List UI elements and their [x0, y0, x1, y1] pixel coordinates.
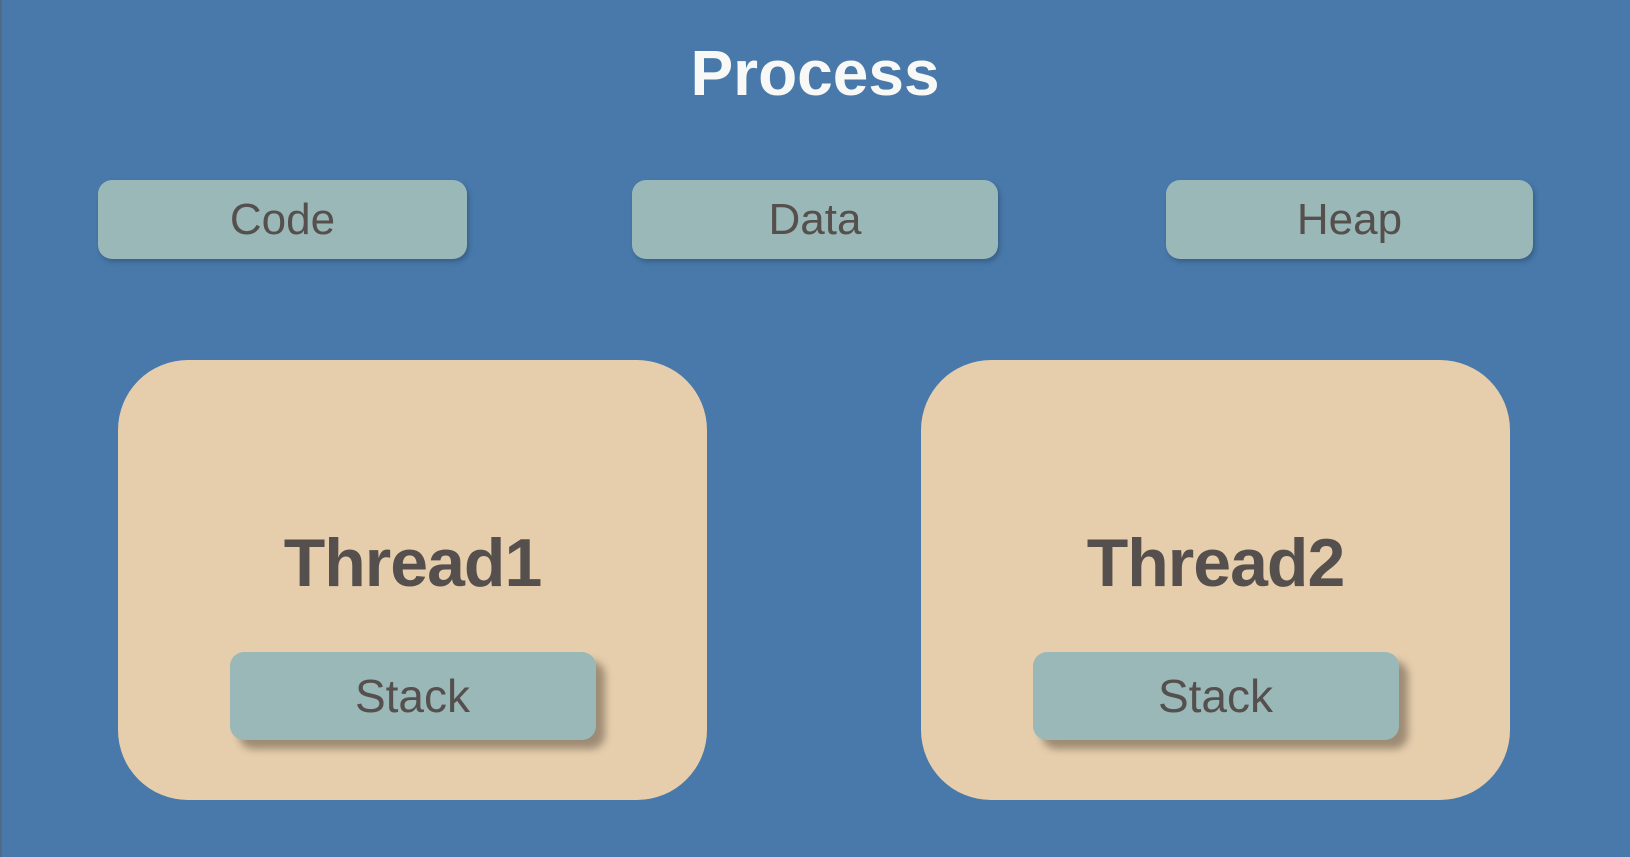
code-segment-label: Code	[229, 194, 336, 244]
screen-left-edge	[0, 0, 2, 857]
heap-segment-label: Heap	[1296, 194, 1403, 244]
thread1-panel: Thread1 Stack	[118, 360, 707, 800]
process-title: Process	[690, 37, 940, 109]
heap-segment-box: Heap	[1166, 180, 1533, 259]
thread1-stack-label: Stack	[354, 670, 471, 722]
thread2-stack-box: Stack	[1032, 652, 1399, 740]
thread1-label: Thread1	[283, 525, 543, 601]
data-segment-box: Data	[632, 180, 998, 259]
thread2-label: Thread2	[1086, 525, 1346, 601]
thread1-stack-box: Stack	[229, 652, 596, 740]
data-segment-label: Data	[768, 194, 862, 244]
thread2-stack-label: Stack	[1157, 670, 1274, 722]
thread2-panel: Thread2 Stack	[921, 360, 1510, 800]
code-segment-box: Code	[98, 180, 467, 259]
